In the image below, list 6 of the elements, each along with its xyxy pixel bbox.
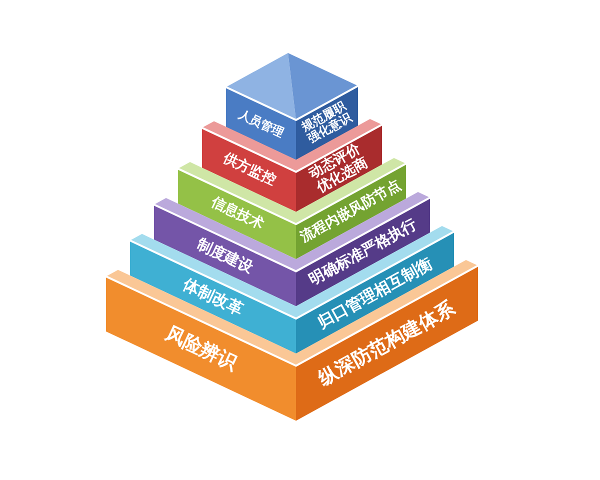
tier-label: 体制改革	[180, 276, 246, 320]
tier-label: 信息技术	[208, 195, 266, 234]
tier-label: 制度建设	[194, 235, 256, 276]
tier-label: 供方监控	[220, 151, 278, 190]
tier-label: 风险辨识	[162, 323, 240, 375]
tier-label: 人员管理	[236, 107, 286, 140]
